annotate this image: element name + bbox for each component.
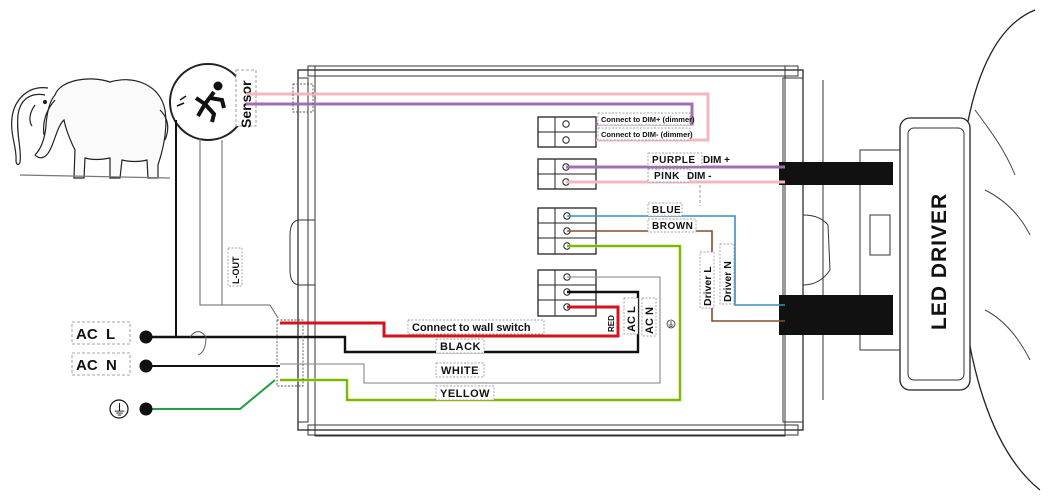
motion-person-icon [176,81,226,123]
l-out-lead [199,138,279,319]
ac-n-terminal: AC N [71,352,153,376]
l-out-label: L-OUT [231,256,241,284]
wire-gland [276,319,304,387]
led-driver-fixture: LED DRIVER [859,9,1041,491]
terminal-block-dim [537,158,597,190]
ac-n-vertical-label: AC N [644,307,656,334]
ground-terminal: ⏚ [109,399,153,419]
red-label: RED [607,315,616,332]
ground-icon: ⏚ [112,401,127,419]
white-wire [280,276,661,384]
wall-switch-label: Connect to wall switch [412,322,531,334]
led-driver-label: LED DRIVER [928,193,951,330]
white-label: WHITE [441,365,479,377]
upper-cable-sleeve [779,162,893,185]
dim-minus-dimmer-label: Connect to DIM- (dimmer) [601,130,693,139]
sensor: Sensor [169,63,257,141]
purple-label: PURPLE [652,155,696,166]
ac-l-label: AC L [76,326,115,343]
elephant-icon [11,78,171,179]
yellow-label: YELLOW [440,388,490,400]
driver-n-label: Driver N [722,261,734,302]
lower-cable-sleeve [779,295,893,335]
pink-label: PINK [654,171,680,182]
ac-l-terminal: AC L [71,321,153,345]
ground-wire [146,379,276,410]
dim-plus-label: DIM + [703,155,730,166]
blue-label: BLUE [652,205,681,216]
black-label: BLACK [440,341,481,353]
dim-minus-label: DIM - [687,171,711,182]
ac-n-label: AC N [76,357,117,374]
earth-small-icon [666,319,676,329]
ac-l-vertical-label: AC L [626,306,638,332]
black-wire-switch [146,290,640,354]
terminal-block-dimmer [537,116,597,148]
dim-plus-dimmer-label: Connect to DIM+ (dimmer) [601,115,695,124]
brown-label: BROWN [652,221,693,232]
red-wire [280,305,620,338]
driver-l-label: Driver L [702,266,714,306]
